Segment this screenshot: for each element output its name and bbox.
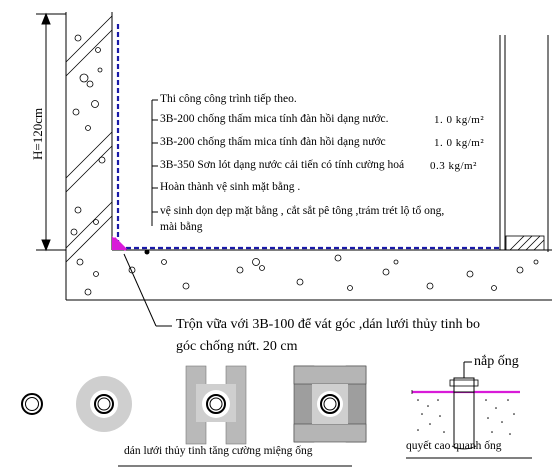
- wall-outline: [65, 12, 552, 301]
- corner-note-line2: góc chống nứt. 20 cm: [176, 339, 298, 354]
- pipe-detail-mesh-disk: [76, 376, 132, 432]
- pipe-detail-ring: [21, 393, 43, 415]
- layer-note-2: 3B-200 chống thấm mica tính đàn hồi dạng…: [160, 113, 389, 125]
- layer-note-7: mài bằng: [160, 221, 203, 233]
- height-dimension-label: H=120cm: [30, 107, 45, 160]
- pipe-detail-woven-square: [293, 365, 367, 443]
- cap-label: nắp ống: [474, 354, 519, 369]
- notes-leader: [151, 99, 158, 226]
- corner-note-leader: [123, 253, 172, 327]
- pipe-caption-right: quyết cao quanh ống: [406, 440, 502, 452]
- layer-note-4: 3B-350 Sơn lót dạng nước cải tiến có tín…: [160, 159, 405, 171]
- pipe-caption-left: dán lưới thủy tinh tăng cường miệng ống: [124, 445, 313, 457]
- wall-hatch: [65, 15, 113, 263]
- corner-note-line1: Trộn vữa với 3B-100 để vát góc ,dán lưới…: [176, 317, 481, 332]
- corner-chamfer: [112, 236, 150, 255]
- pipe-detail-strips: [185, 365, 247, 445]
- height-dimension: [36, 12, 66, 252]
- layer-note-1: Thi công công trình tiếp theo.: [160, 93, 297, 105]
- layer-note-3: 3B-200 chống thấm mica tính đàn hồi dạng…: [160, 136, 386, 148]
- caption-underlines: [118, 457, 532, 467]
- layer-note-2-value: 1. 0 kg/m²: [434, 114, 485, 126]
- layer-note-6: vệ sinh dọn dẹp mặt bằng , cắt sắt pê tô…: [160, 205, 445, 217]
- pipe-detail-section: [411, 361, 520, 450]
- layer-note-3-value: 1. 0 kg/m²: [434, 137, 485, 149]
- right-hatched-block: [505, 235, 545, 251]
- layer-note-4-value: 0.3 kg/m²: [430, 160, 477, 172]
- layer-note-5: Hoàn thành vệ sinh mặt bằng .: [160, 181, 301, 193]
- concrete-aggregate: [70, 34, 539, 296]
